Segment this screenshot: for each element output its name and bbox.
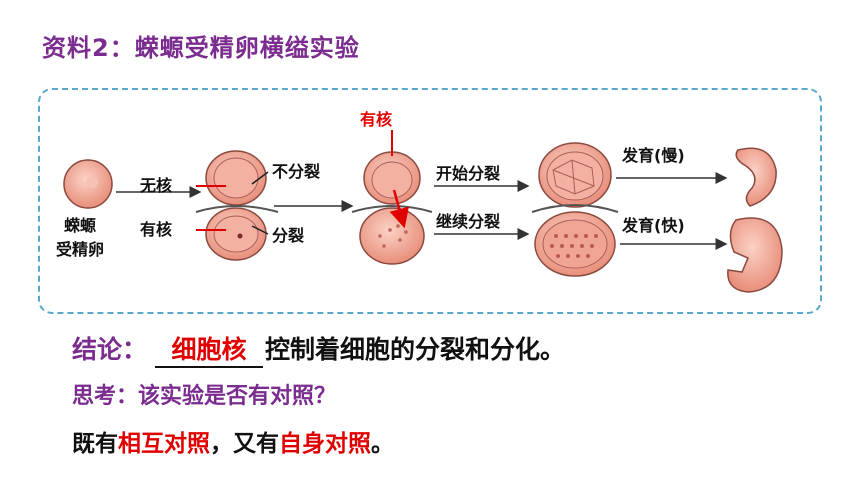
conclusion-answer: 细胞核: [155, 330, 264, 368]
stage2-egg: [351, 151, 433, 265]
label-develop-slow: 发育(慢): [622, 146, 685, 165]
stage3-egg: [531, 142, 619, 277]
answer-part2: ，又有: [210, 431, 279, 457]
label-has-nucleus: 有核: [140, 220, 173, 239]
experiment-frame: [38, 88, 822, 314]
answer-mutual-control: 相互对照: [118, 431, 210, 457]
answer-line: 既有相互对照，又有自身对照。: [72, 424, 394, 458]
fertilized-egg: [63, 159, 113, 209]
label-start-divide: 开始分裂: [436, 164, 501, 183]
label-no-nucleus: 无核: [140, 176, 173, 195]
egg-label-line2: 受精卵: [56, 240, 105, 259]
label-divide: 分裂: [272, 226, 305, 245]
label-no-divide: 不分裂: [272, 162, 321, 181]
label-has-nucleus-top: 有核: [360, 110, 393, 129]
think-question: 思考：该实验是否有对照？: [72, 384, 337, 409]
answer-self-control: 自身对照: [279, 431, 371, 457]
label-develop-fast: 发育(快): [622, 216, 685, 235]
label-pointers: [196, 130, 393, 235]
conclusion-head: 结论：: [72, 335, 148, 364]
slide-title: 资料2：蝾螈受精卵横缢实验: [42, 34, 360, 62]
conclusion-rest: 控制着细胞的分裂和分化。: [265, 335, 566, 364]
answer-part3: 。: [371, 431, 394, 457]
embryo-fast: [727, 217, 783, 293]
label-continue-divide: 继续分裂: [436, 212, 501, 231]
answer-part1: 既有: [72, 431, 118, 457]
embryo-slow: [735, 147, 777, 207]
egg-label-line1: 蝾螈: [64, 216, 97, 235]
conclusion-line: 结论：细胞核控制着细胞的分裂和分化。: [72, 330, 565, 368]
constricted-egg: [195, 150, 279, 261]
process-arrows: [116, 172, 728, 250]
